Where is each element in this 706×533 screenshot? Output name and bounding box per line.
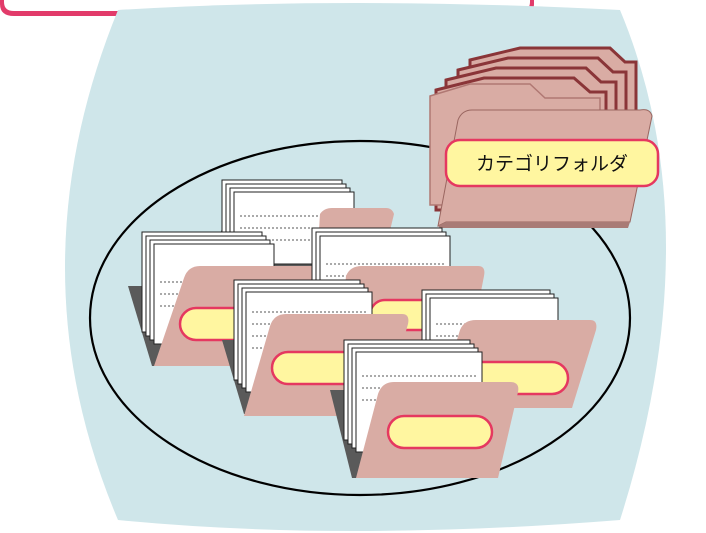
document-folder	[330, 339, 519, 478]
category-folder-label-box	[444, 138, 660, 188]
category-folder-label: カテゴリフォルダ	[476, 153, 628, 175]
category-folder-stack: カテゴリフォルダ	[429, 46, 660, 228]
